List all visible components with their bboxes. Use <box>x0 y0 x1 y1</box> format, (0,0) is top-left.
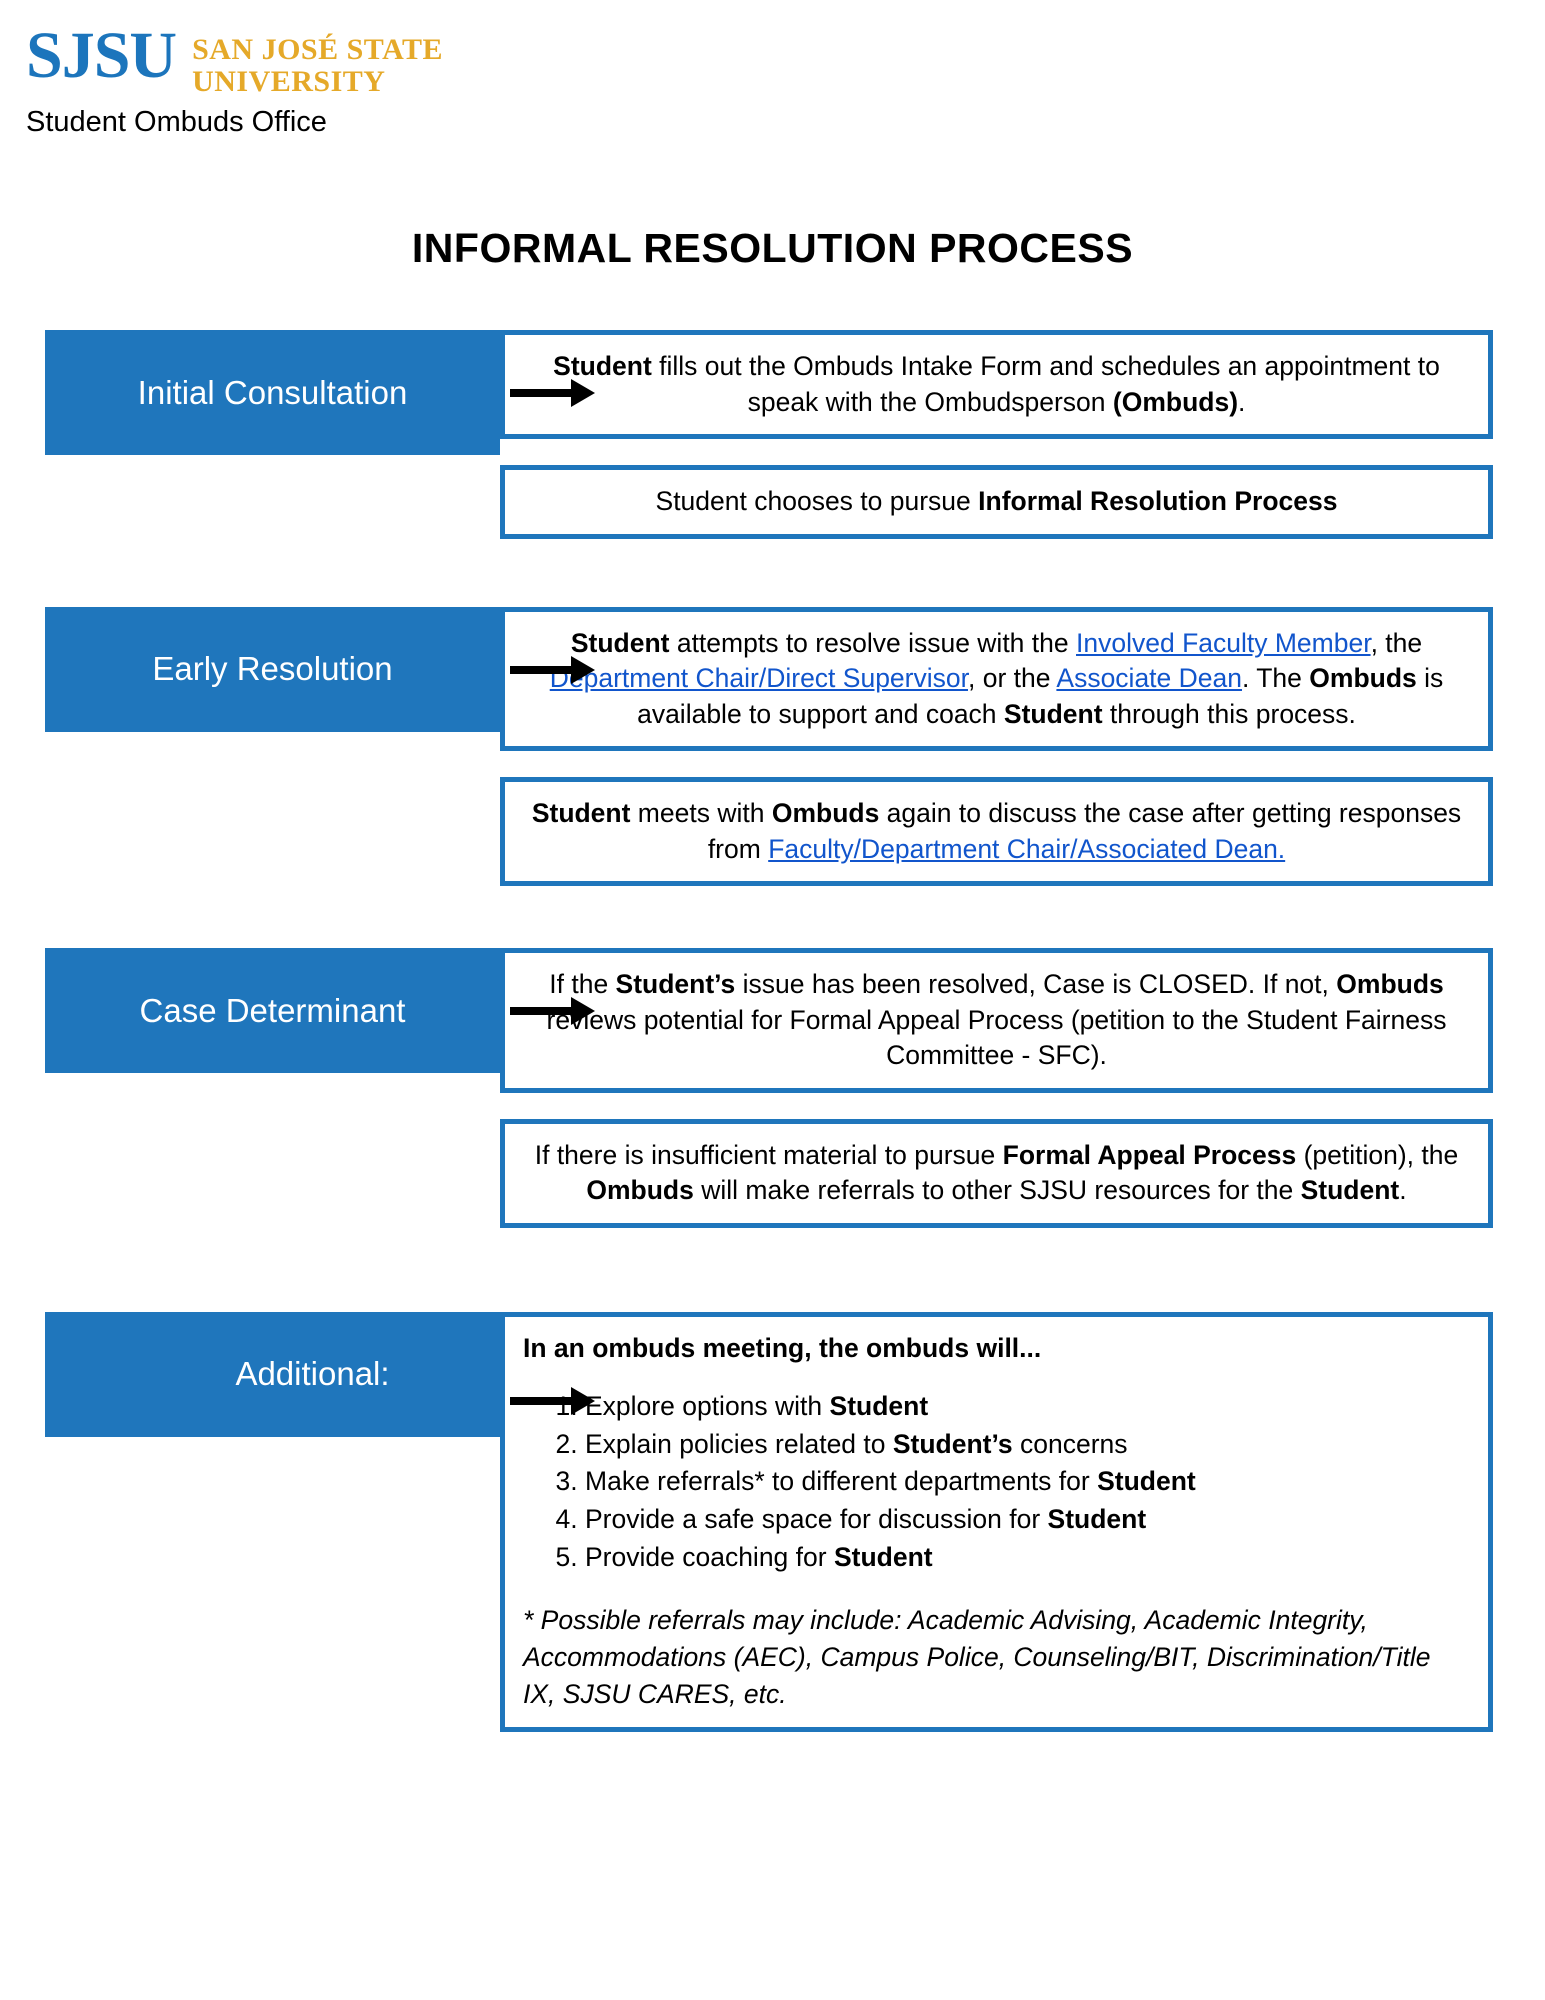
sjsu-logo-line2: UNIVERSITY <box>192 65 386 99</box>
list-item: Provide a safe space for discussion for … <box>585 1501 1470 1539</box>
stage-left-column: Early Resolution <box>0 606 595 732</box>
stage-row-initial-consultation: Initial Consultation Student fills out t… <box>0 330 1545 565</box>
stage-right-column: If the Student’s issue has been resolved… <box>500 948 1545 1254</box>
arrow-icon <box>510 1386 600 1415</box>
stage-row-additional: Additional: In an ombuds meeting, the om… <box>0 1311 1545 1759</box>
intake-form-box: Student fills out the Ombuds Intake Form… <box>500 330 1493 439</box>
referrals-footnote: * Possible referrals may include: Academ… <box>523 1605 1431 1710</box>
page-header: SJSU SAN JOSÉ STATE UNIVERSITY Student O… <box>26 19 626 139</box>
resolve-with-faculty-box: Student attempts to resolve issue with t… <box>500 606 1493 751</box>
stage-left-column: Additional: <box>0 1311 595 1437</box>
stage-right-column: Student fills out the Ombuds Intake Form… <box>500 330 1545 565</box>
list-item: Provide coaching for Student <box>585 1539 1470 1577</box>
case-closed-box: If the Student’s issue has been resolved… <box>500 948 1493 1093</box>
followup-meeting-box: Student meets with Ombuds again to discu… <box>500 777 1493 886</box>
stage-label-case-determinant[interactable]: Case Determinant <box>45 948 500 1073</box>
ombuds-meeting-box: In an ombuds meeting, the ombuds will...… <box>500 1311 1493 1733</box>
stage-row-early-resolution: Early Resolution Student attempts to res… <box>0 606 1545 913</box>
sjsu-logo: SJSU SAN JOSÉ STATE UNIVERSITY <box>26 19 626 99</box>
sjsu-logo-line1: SAN JOSÉ STATE <box>192 33 444 66</box>
process-flow: Initial Consultation Student fills out t… <box>0 330 1545 1758</box>
stage-label-additional[interactable]: Additional: <box>45 1311 500 1437</box>
stage-label-early-resolution[interactable]: Early Resolution <box>45 606 500 732</box>
stage-label-initial-consultation[interactable]: Initial Consultation <box>45 330 500 455</box>
arrow-icon <box>510 997 600 1025</box>
list-item: Explain policies related to Student’s co… <box>585 1426 1470 1464</box>
choose-informal-box: Student chooses to pursue Informal Resol… <box>500 465 1493 539</box>
stage-left-column: Initial Consultation <box>0 330 595 455</box>
sjsu-logo-text: SAN JOSÉ STATE UNIVERSITY <box>192 33 444 99</box>
page-title: INFORMAL RESOLUTION PROCESS <box>411 225 1134 271</box>
ombuds-meeting-heading: In an ombuds meeting, the ombuds will... <box>523 1332 1042 1363</box>
arrow-icon <box>510 379 600 407</box>
list-item: Explore options with Student <box>585 1388 1470 1426</box>
arrow-icon <box>510 655 600 684</box>
stage-right-column: In an ombuds meeting, the ombuds will...… <box>500 1311 1545 1759</box>
stage-right-column: Student attempts to resolve issue with t… <box>500 606 1545 913</box>
sjsu-wordmark-icon: SJSU <box>26 19 177 92</box>
insufficient-material-box: If there is insufficient material to pur… <box>500 1118 1493 1228</box>
stage-row-case-determinant: Case Determinant If the Student’s issue … <box>0 948 1545 1254</box>
list-item: Make referrals* to different departments… <box>585 1463 1470 1501</box>
office-name: Student Ombuds Office <box>26 105 327 138</box>
stage-left-column: Case Determinant <box>0 948 595 1073</box>
ombuds-actions-list: Explore options with Student Explain pol… <box>523 1388 1470 1576</box>
